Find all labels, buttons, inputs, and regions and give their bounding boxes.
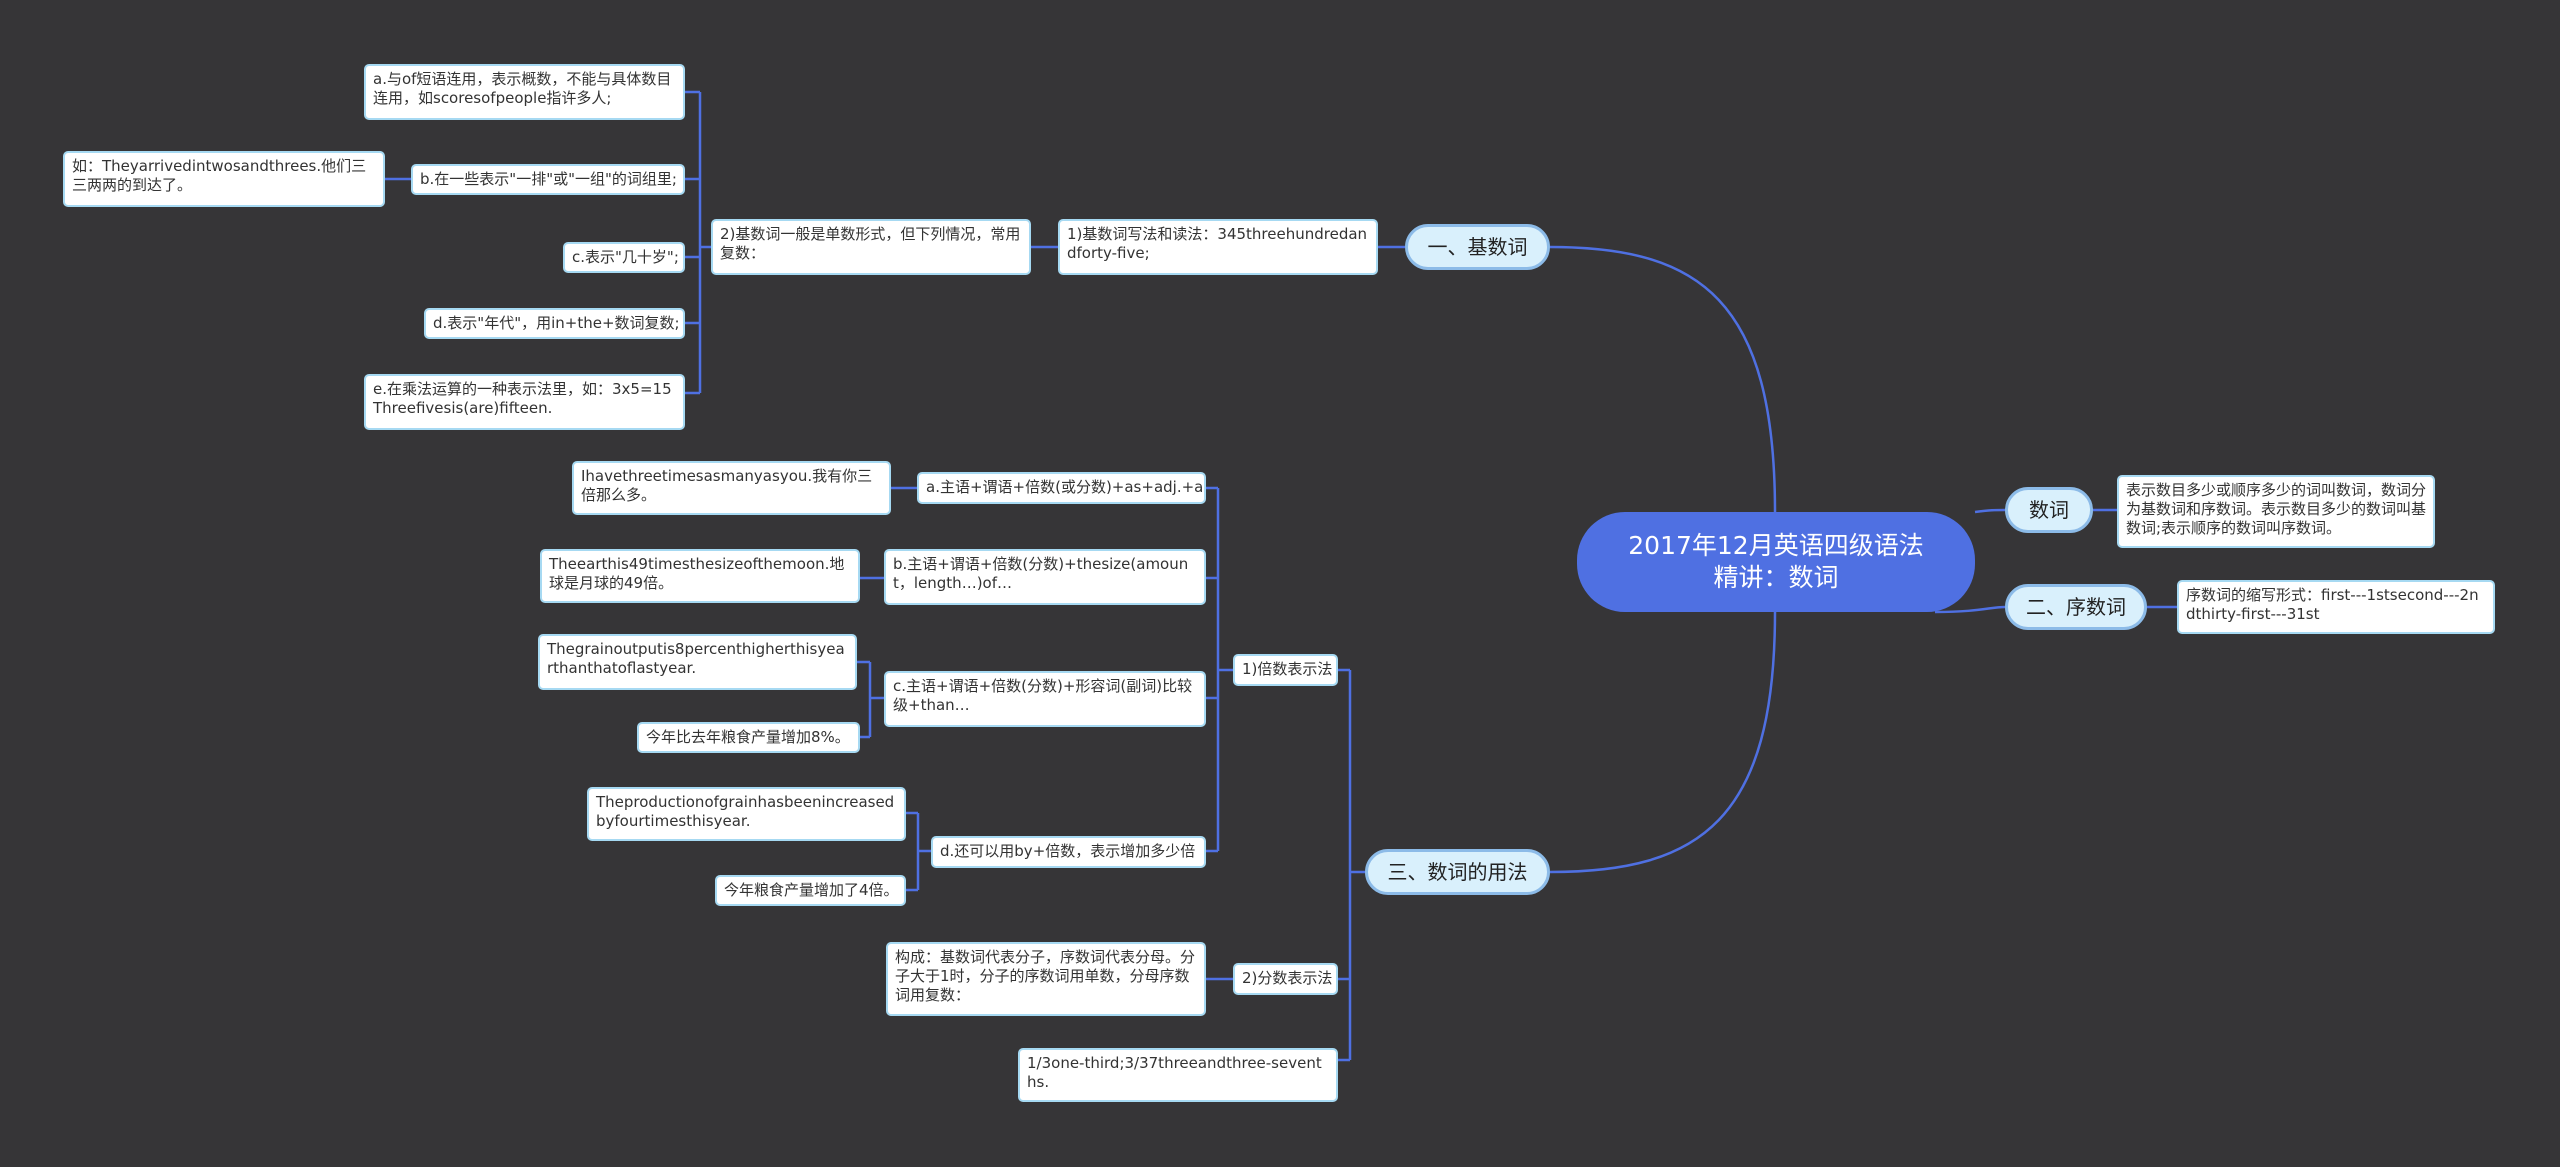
root-title: 2017年12月英语四级语法 精讲：数词: [1628, 530, 1923, 594]
cardinal-case-d-node[interactable]: d.表示"年代"，用in+the+数词复数;: [424, 308, 685, 339]
times-method-node[interactable]: 1)倍数表示法: [1233, 654, 1338, 686]
times-c-node[interactable]: c.主语+谓语+倍数(分数)+形容词(副词)比较级+than…: [884, 671, 1206, 727]
root-topic[interactable]: 2017年12月英语四级语法 精讲：数词: [1577, 512, 1975, 612]
times-d-node[interactable]: d.还可以用by+倍数，表示增加多少倍: [931, 836, 1206, 868]
numeral-desc-text: 表示数目多少或顺序多少的词叫数词，数词分为基数词和序数词。表示数目多少的数词叫基…: [2126, 481, 2427, 537]
root-title-line1: 2017年12月英语四级语法: [1628, 531, 1924, 560]
root-title-line2: 精讲：数词: [1713, 563, 1839, 592]
cardinal-case-a-node[interactable]: a.与of短语连用，表示概数，不能与具体数目连用，如scoresofpeople…: [364, 64, 685, 120]
times-d-example2-node[interactable]: 今年粮食产量增加了4倍。: [715, 875, 906, 906]
times-c-example1-node[interactable]: Thegrainoutputis8percenthigherthisyearth…: [538, 634, 857, 690]
fraction-method-text: 2)分数表示法: [1242, 969, 1333, 987]
fraction-desc-node[interactable]: 构成：基数词代表分子，序数词代表分母。分子大于1时，分子的序数词用单数，分母序数…: [886, 942, 1206, 1016]
times-a-text: a.主语+谓语+倍数(或分数)+as+adj.+as: [926, 478, 1206, 496]
fraction-example-text: 1/3one-third;3/37threeandthree-sevenths.: [1027, 1054, 1322, 1091]
times-a-example-node[interactable]: Ihavethreetimesasmanyasyou.我有你三倍那么多。: [572, 461, 891, 515]
times-b-text: b.主语+谓语+倍数(分数)+thesize(amount，length…)of…: [893, 555, 1189, 592]
cardinal-case-e-node[interactable]: e.在乘法运算的一种表示法里，如：3x5=15Threefivesis(are)…: [364, 374, 685, 430]
cardinal-case-b-text: b.在一些表示"一排"或"一组"的词组里;: [420, 170, 677, 188]
times-a-node[interactable]: a.主语+谓语+倍数(或分数)+as+adj.+as: [917, 472, 1206, 504]
times-b-example-node[interactable]: Theearthis49timesthesizeofthemoon.地球是月球的…: [540, 549, 860, 603]
branch-numeral-label: 数词: [2029, 498, 2069, 522]
cardinal-writing-node[interactable]: 1)基数词写法和读法：345threehundredandforty-five;: [1058, 219, 1378, 275]
branch-ordinal[interactable]: 二、序数词: [2005, 584, 2147, 630]
cardinal-case-e-text: e.在乘法运算的一种表示法里，如：3x5=15Threefivesis(are)…: [373, 380, 672, 417]
times-b-node[interactable]: b.主语+谓语+倍数(分数)+thesize(amount，length…)of…: [884, 549, 1206, 605]
cardinal-plural-text: 2)基数词一般是单数形式，但下列情况，常用复数：: [720, 225, 1021, 262]
cardinal-case-d-text: d.表示"年代"，用in+the+数词复数;: [433, 314, 680, 332]
times-b-example-text: Theearthis49timesthesizeofthemoon.地球是月球的…: [549, 555, 845, 592]
times-d-example2-text: 今年粮食产量增加了4倍。: [724, 881, 899, 899]
times-method-text: 1)倍数表示法: [1242, 660, 1333, 678]
fraction-example-node[interactable]: 1/3one-third;3/37threeandthree-sevenths.: [1018, 1048, 1338, 1102]
ordinal-desc-text: 序数词的缩写形式：first---1stsecond---2ndthirty-f…: [2186, 586, 2479, 623]
times-d-text: d.还可以用by+倍数，表示增加多少倍: [940, 842, 1196, 860]
cardinal-case-c-node[interactable]: c.表示"几十岁";: [563, 242, 685, 273]
times-c-text: c.主语+谓语+倍数(分数)+形容词(副词)比较级+than…: [893, 677, 1193, 714]
cardinal-writing-text: 1)基数词写法和读法：345threehundredandforty-five;: [1067, 225, 1368, 262]
branch-ordinal-label: 二、序数词: [2026, 595, 2126, 619]
cardinal-case-b-node[interactable]: b.在一些表示"一排"或"一组"的词组里;: [411, 164, 685, 195]
cardinal-plural-node[interactable]: 2)基数词一般是单数形式，但下列情况，常用复数：: [711, 219, 1031, 275]
branch-cardinal-label: 一、基数词: [1427, 235, 1528, 259]
cardinal-case-a-text: a.与of短语连用，表示概数，不能与具体数目连用，如scoresofpeople…: [373, 70, 672, 107]
branch-cardinal[interactable]: 一、基数词: [1405, 224, 1550, 270]
times-c-example2-node[interactable]: 今年比去年粮食产量增加8%。: [637, 722, 860, 753]
branch-usage[interactable]: 三、数词的用法: [1365, 849, 1550, 895]
cardinal-case-b-example-node[interactable]: 如：Theyarrivedintwosandthrees.他们三三两两的到达了。: [63, 151, 385, 207]
times-a-example-text: Ihavethreetimesasmanyasyou.我有你三倍那么多。: [581, 467, 873, 504]
fraction-desc-text: 构成：基数词代表分子，序数词代表分母。分子大于1时，分子的序数词用单数，分母序数…: [895, 948, 1196, 1004]
times-c-example1-text: Thegrainoutputis8percenthigherthisyearth…: [547, 640, 845, 677]
times-d-example1-node[interactable]: Theproductionofgrainhasbeenincreasedbyfo…: [587, 787, 906, 841]
fraction-method-node[interactable]: 2)分数表示法: [1233, 963, 1338, 995]
cardinal-case-c-text: c.表示"几十岁";: [572, 248, 679, 266]
numeral-desc-node[interactable]: 表示数目多少或顺序多少的词叫数词，数词分为基数词和序数词。表示数目多少的数词叫基…: [2117, 475, 2435, 548]
times-c-example2-text: 今年比去年粮食产量增加8%。: [646, 728, 850, 746]
ordinal-desc-node[interactable]: 序数词的缩写形式：first---1stsecond---2ndthirty-f…: [2177, 580, 2495, 634]
cardinal-case-b-example-text: 如：Theyarrivedintwosandthrees.他们三三两两的到达了。: [72, 157, 367, 194]
branch-usage-label: 三、数词的用法: [1387, 860, 1528, 884]
times-d-example1-text: Theproductionofgrainhasbeenincreasedbyfo…: [596, 793, 895, 830]
branch-numeral[interactable]: 数词: [2005, 487, 2093, 533]
